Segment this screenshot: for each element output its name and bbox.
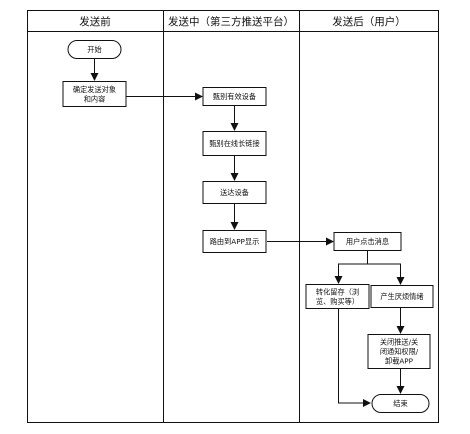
node-label-line: 和内容 bbox=[84, 94, 106, 103]
node-label-line: 路由到APP显示 bbox=[210, 237, 260, 246]
node-label-line: 卸载APP bbox=[385, 357, 414, 366]
node-identify-online-connection-label: 甄别在线长链接 bbox=[209, 139, 259, 148]
node-user-click-message: 用户点击消息 bbox=[333, 232, 402, 251]
node-label-line: 甄别有效设备 bbox=[213, 92, 256, 101]
node-start-label: 开始 bbox=[87, 45, 101, 54]
node-disable-push: 关闭推送/关闭通知权限/卸载APP bbox=[367, 334, 431, 369]
node-conversion-retention-label: 转化留存（浏览、购买等） bbox=[316, 287, 359, 306]
node-confirm-target-content: 确定发送对象和内容 bbox=[62, 81, 127, 107]
node-end: 结束 bbox=[371, 394, 430, 413]
node-label-line: 确定发送对象 bbox=[73, 85, 116, 94]
node-identify-valid-device: 甄别有效设备 bbox=[202, 87, 267, 106]
node-label-line: 甄别在线长链接 bbox=[209, 139, 259, 148]
node-deliver-device-label: 送达设备 bbox=[220, 188, 249, 197]
node-conversion-retention: 转化留存（浏览、购买等） bbox=[305, 284, 370, 309]
node-end-label: 结束 bbox=[393, 399, 407, 408]
node-deliver-device: 送达设备 bbox=[202, 181, 267, 204]
node-identify-valid-device-label: 甄别有效设备 bbox=[213, 92, 256, 101]
edge-convert-to-end bbox=[338, 308, 371, 407]
edge-click-to-annoy-branch bbox=[367, 263, 401, 283]
node-identify-online-connection: 甄别在线长链接 bbox=[202, 131, 267, 156]
node-label-line: 关闭推送/关 bbox=[380, 338, 418, 347]
node-label-line: 开始 bbox=[87, 45, 101, 54]
node-label-line: 送达设备 bbox=[220, 188, 249, 197]
node-route-to-app: 路由到APP显示 bbox=[202, 230, 267, 253]
node-label-line: 览、购买等） bbox=[316, 297, 359, 306]
node-route-to-app-label: 路由到APP显示 bbox=[210, 237, 260, 246]
lane-title-during-send: 发送中（第三方推送平台） bbox=[168, 15, 294, 28]
node-annoyance-label: 产生厌烦情绪 bbox=[380, 292, 423, 301]
node-start: 开始 bbox=[67, 40, 122, 59]
node-disable-push-label: 关闭推送/关闭通知权限/卸载APP bbox=[380, 338, 419, 366]
swimlane-frame bbox=[27, 10, 439, 423]
node-label-line: 转化留存（浏 bbox=[316, 287, 359, 296]
node-label-line: 结束 bbox=[393, 399, 407, 408]
node-label-line: 产生厌烦情绪 bbox=[380, 292, 423, 301]
node-label-line: 用户点击消息 bbox=[346, 237, 389, 246]
node-label-line: 闭通知权限/ bbox=[380, 347, 419, 356]
node-annoyance: 产生厌烦情绪 bbox=[370, 285, 434, 308]
lane-title-after-send: 发送后（用户） bbox=[332, 15, 406, 28]
lane-title-before-send: 发送前 bbox=[79, 15, 111, 28]
edge-click-to-convert bbox=[334, 250, 368, 284]
node-user-click-message-label: 用户点击消息 bbox=[346, 237, 389, 246]
node-confirm-target-content-label: 确定发送对象和内容 bbox=[73, 85, 116, 104]
